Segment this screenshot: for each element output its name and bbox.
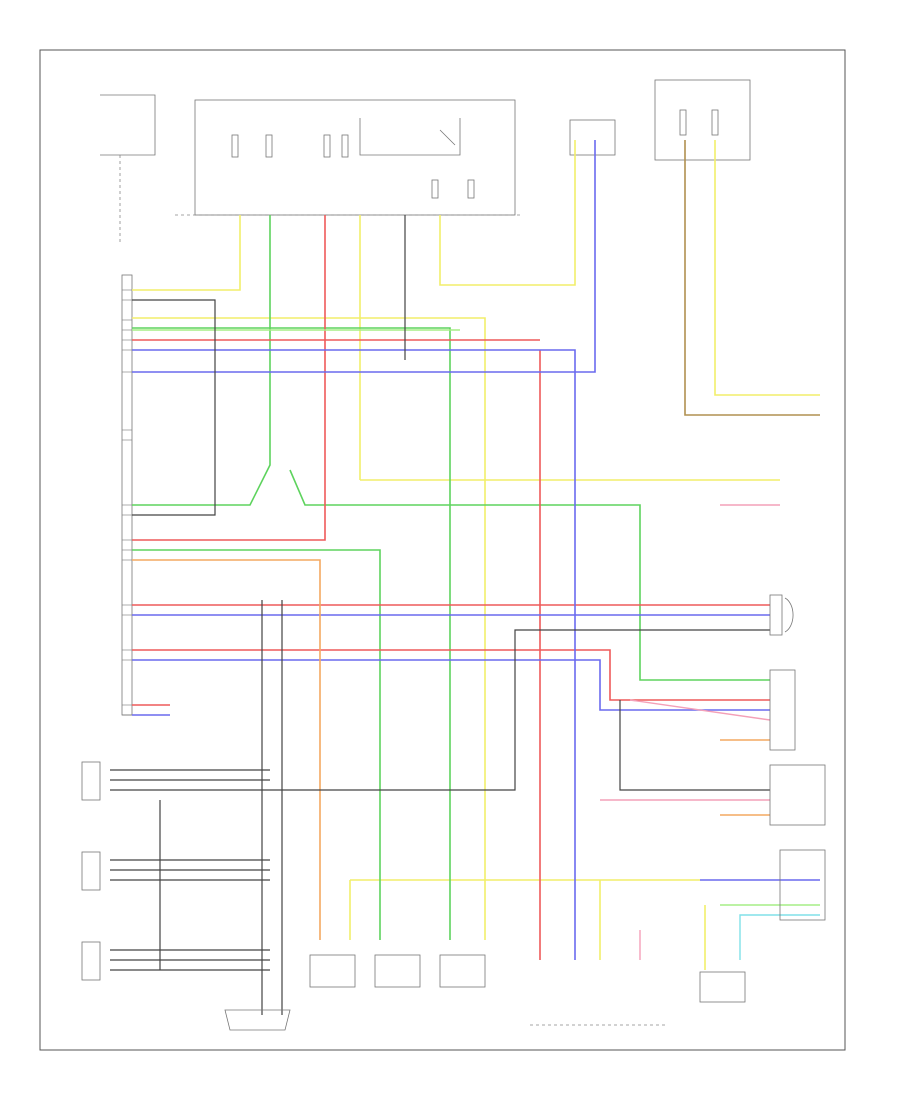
fuse [431, 179, 439, 199]
switch-box [81, 851, 101, 891]
sensor-box [439, 954, 486, 988]
yellow-wires [132, 140, 820, 970]
switch-box [81, 941, 101, 981]
fuse [341, 134, 349, 158]
fuse-relay-box [194, 99, 516, 216]
green-wires [132, 215, 770, 940]
fuse [711, 109, 719, 136]
connector-right-mid [769, 669, 796, 751]
control-unit-connector [121, 274, 133, 716]
switch-box [81, 761, 101, 801]
pin-ticks [122, 289, 132, 716]
left-switches [81, 761, 101, 981]
brown-wires [684, 140, 820, 416]
connector-right-bottom [779, 849, 826, 921]
fuse [679, 109, 687, 136]
cyan-wires [739, 914, 820, 960]
sensor-shape [784, 597, 794, 633]
relay-switch [439, 129, 456, 146]
pink-wires [600, 504, 780, 960]
connector-right-top [769, 594, 783, 636]
fuse-block-right [654, 79, 751, 161]
red-wires [132, 215, 770, 960]
connector-right-lower [769, 764, 826, 826]
fuse [323, 134, 331, 158]
sensor-box [699, 971, 746, 1003]
sensor-trapezoid [224, 1009, 291, 1031]
fuse-group [231, 134, 475, 199]
sensor-box [374, 954, 421, 988]
diagram-frame [39, 49, 846, 1051]
relay-top-left [100, 94, 156, 156]
ignition-relay-box [569, 119, 616, 156]
relay-coil [359, 118, 461, 156]
blue-wires [132, 140, 820, 960]
fuse [231, 134, 239, 158]
black-wires [110, 215, 770, 1015]
bottom-sensors [224, 954, 746, 1031]
fuse [467, 179, 475, 199]
sensor-box [309, 954, 356, 988]
orange-wires [132, 559, 770, 940]
fuse [265, 134, 273, 158]
light-green-wires [132, 329, 820, 906]
